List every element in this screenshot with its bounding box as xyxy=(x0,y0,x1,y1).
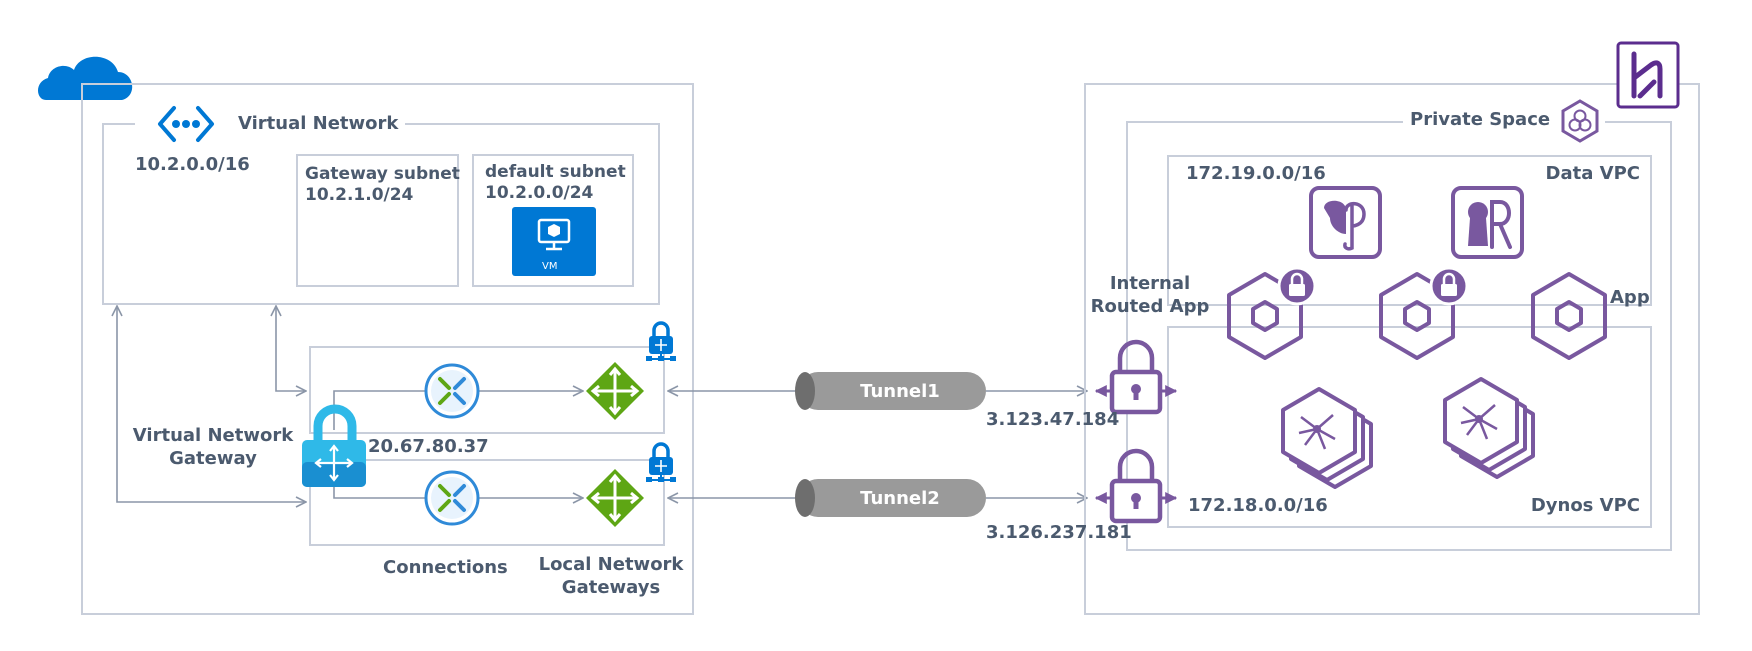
app-label: App xyxy=(1610,287,1650,308)
private-space-icon xyxy=(1561,99,1599,143)
internal-routed-app-line1: Internal xyxy=(1109,273,1191,294)
azure-cloud-icon xyxy=(38,56,133,100)
virtual-network-gateway-icon xyxy=(302,404,366,487)
conn-line-1 xyxy=(333,391,583,430)
data-vpc-name: Data VPC xyxy=(1545,163,1640,184)
vng-to-vnet-arrow-left xyxy=(117,306,306,502)
virtual-network-icon xyxy=(158,106,214,142)
internal-routed-app-line2: Routed App xyxy=(1090,296,1210,317)
vnet-cidr: 10.2.0.0/16 xyxy=(135,154,250,175)
connection-icon-1 xyxy=(424,363,480,419)
tunnel2-pipe xyxy=(795,479,986,517)
tunnel1-endpoint-padlock-icon xyxy=(1112,342,1160,412)
dyno-stack-icon-2 xyxy=(1443,377,1535,479)
gateway-subnet-cidr: 10.2.1.0/24 xyxy=(305,185,414,205)
dyno-stack-icon-1 xyxy=(1281,387,1373,489)
vm-icon xyxy=(512,207,596,276)
tunnel1-pipe xyxy=(795,372,986,410)
app-hex-icon xyxy=(1531,272,1607,360)
tunnel1-endpoint-ip: 3.123.47.184 xyxy=(986,409,1120,430)
tunnel2-endpoint-ip: 3.126.237.181 xyxy=(986,522,1132,543)
app-lock-badge-icon-1 xyxy=(1277,266,1317,306)
heroku-logo-icon xyxy=(1616,41,1680,109)
private-space-title: Private Space xyxy=(1410,109,1551,130)
default-subnet-cidr: 10.2.0.0/24 xyxy=(485,183,594,203)
gateway-connections-box-1 xyxy=(309,346,665,434)
lock-network-icon-1 xyxy=(644,321,678,363)
default-subnet-name: default subnet xyxy=(485,162,626,182)
vng-to-vnet-arrow-right xyxy=(276,306,306,391)
default-subnet-box xyxy=(472,154,634,287)
lock-network-icon-2 xyxy=(644,442,678,484)
vng-label-line2: Gateway xyxy=(169,448,257,469)
tunnel2-endpoint-padlock-icon xyxy=(1112,451,1160,521)
data-vpc-cidr: 172.19.0.0/16 xyxy=(1186,163,1326,184)
heroku-region-box xyxy=(1084,83,1700,615)
gateway-subnet-box xyxy=(296,154,459,287)
local-network-gateway-icon-1 xyxy=(584,360,646,422)
virtual-network-title: Virtual Network xyxy=(238,113,399,134)
lng-label-line1: Local Network xyxy=(538,554,684,575)
local-network-gateway-icon-2 xyxy=(584,467,646,529)
vng-public-ip: 20.67.80.37 xyxy=(368,436,489,457)
dynos-vpc-cidr: 172.18.0.0/16 xyxy=(1188,495,1328,516)
app-lock-badge-icon-2 xyxy=(1429,266,1469,306)
gateway-subnet-name: Gateway subnet xyxy=(305,164,460,184)
vng-label-line1: Virtual Network xyxy=(132,425,294,446)
connection-icon-2 xyxy=(424,470,480,526)
redis-icon xyxy=(1451,186,1524,259)
tunnel1-label: Tunnel1 xyxy=(860,381,940,402)
postgres-icon xyxy=(1309,186,1382,259)
dynos-vpc-name: Dynos VPC xyxy=(1530,495,1640,516)
connections-label: Connections xyxy=(383,557,508,578)
private-space-box xyxy=(1126,121,1672,551)
lng-label-line2: Gateways xyxy=(561,577,661,598)
azure-region-box xyxy=(81,83,694,615)
tunnel2-label: Tunnel2 xyxy=(860,488,940,509)
gateway-connections-box-2 xyxy=(309,459,665,546)
vm-label: VM xyxy=(542,261,558,272)
